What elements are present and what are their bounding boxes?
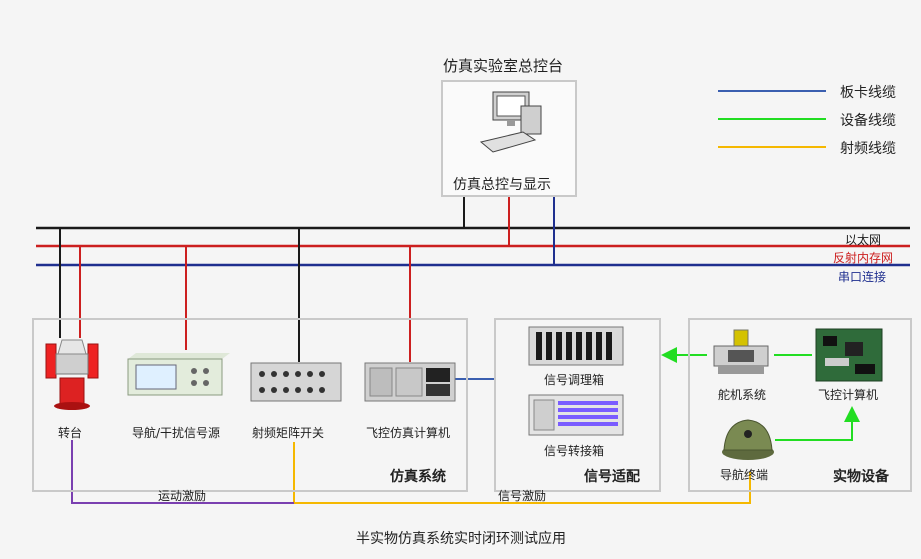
bus-label-ethernet: 以太网 [845,233,882,247]
device-label-signal-conditioning-box: 信号调理箱 [544,373,605,387]
servo-system-image [713,329,769,374]
device-label-servo-system: 舵机系统 [718,388,767,402]
flight-control-sim-computer-image [364,362,456,402]
link-label-signal: 信号激励 [498,489,547,503]
device-label-flight-control-computer: 飞控计算机 [818,388,879,402]
flight-control-computer-image [815,328,883,382]
turntable-image [45,339,99,410]
signal-adapter-box-image [528,394,624,436]
motion-cable [71,440,294,504]
control-room-title: 仿真实验室总控台 [443,57,564,75]
legend-label-board: 板卡线缆 [840,85,896,101]
legend-label-equipment: 设备线缆 [840,113,896,129]
device-label-signal-adapter-box: 信号转接箱 [544,444,605,458]
signal-conditioning-box-image [528,326,624,366]
bus-label-serial: 串口连接 [838,270,887,284]
control-station: 仿真总控与显示 [441,80,577,197]
device-label-turntable: 转台 [58,426,83,440]
group-title-sim: 仿真系统 [390,469,446,485]
device-label-flight-control-sim-computer: 飞控仿真计算机 [366,426,451,440]
group-physical-equipment [688,318,912,492]
equipment-cable-nav [775,406,860,441]
rf-matrix-switch-image [250,362,342,402]
bus-label-reflective-memory: 反射内存网 [833,251,894,265]
legend-label-rf: 射频线缆 [840,141,896,157]
group-signal-adaptation [494,318,661,492]
device-label-nav-jammer-source: 导航/干扰信号源 [132,426,221,440]
rf-cable [293,442,751,504]
computer-icon [479,91,542,153]
nav-terminal-image [722,419,774,460]
group-sim-system [32,318,468,492]
device-label-nav-terminal: 导航终端 [720,468,769,482]
group-title-phys: 实物设备 [833,469,889,485]
group-title-adapt: 信号适配 [584,469,640,485]
link-label-motion: 运动激励 [158,489,207,503]
figure-caption: 半实物仿真系统实时闭环测试应用 [356,531,566,547]
nav-jammer-source-image [127,353,230,396]
device-label-rf-matrix-switch: 射频矩阵开关 [252,426,325,440]
control-station-label: 仿真总控与显示 [453,177,551,193]
